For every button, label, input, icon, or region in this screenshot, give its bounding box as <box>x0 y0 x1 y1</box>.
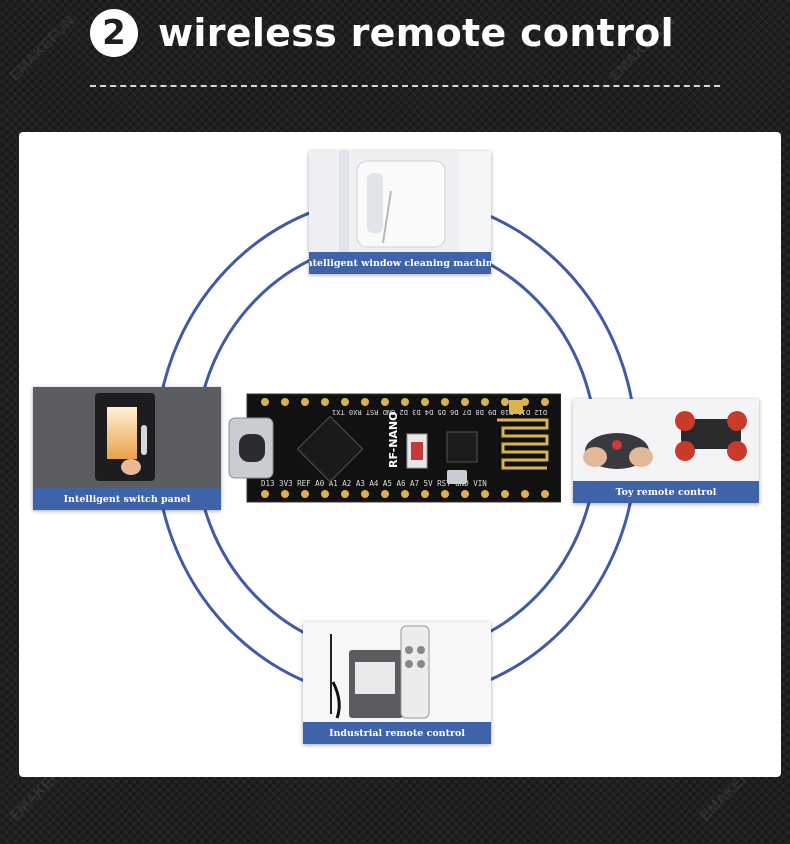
card-window-cleaner: Intelligent window cleaning machine <box>309 151 491 274</box>
mcu-chip <box>296 415 364 483</box>
card-label: Industrial remote control <box>303 722 491 744</box>
section-header: 2 wireless remote control <box>90 8 674 58</box>
crystal <box>447 470 467 484</box>
watermark: EMAKEFUN <box>6 12 79 85</box>
card-switch-panel: Intelligent switch panel <box>33 387 221 510</box>
card-label: Intelligent switch panel <box>33 488 221 510</box>
pin-labels-bottom: D13 3V3 REF A0 A1 A2 A3 A4 A5 A6 A7 5V R… <box>261 479 487 488</box>
section-title: wireless remote control <box>158 11 674 55</box>
pin-labels-top: D12 D11 D10 D9 D8 D7 D6 D5 D4 D3 D2 GND … <box>332 408 547 416</box>
board-name: RF-NANO <box>387 412 400 469</box>
card-industrial-remote: Industrial remote control <box>303 622 491 744</box>
pin-row-top <box>261 398 549 406</box>
pin-row-bottom <box>261 490 549 498</box>
rf-nano-board: D12 D11 D10 D9 D8 D7 D6 D5 D4 D3 D2 GND … <box>228 393 561 503</box>
toy-remote-image <box>573 399 759 481</box>
card-label: Intelligent window cleaning machine <box>309 252 491 274</box>
card-label: Toy remote control <box>573 481 759 503</box>
rf-chip <box>446 431 478 463</box>
industrial-remote-image <box>303 622 491 722</box>
pcb-antenna <box>497 418 549 470</box>
switch-panel-image <box>33 387 221 488</box>
antenna-connector <box>509 400 523 414</box>
dashed-divider <box>90 85 720 87</box>
card-toy-remote: Toy remote control <box>573 399 759 503</box>
diagram-panel: Intelligent window cleaning machine Inte… <box>19 132 781 777</box>
window-cleaner-image <box>309 151 491 252</box>
section-number-badge: 2 <box>90 9 138 57</box>
